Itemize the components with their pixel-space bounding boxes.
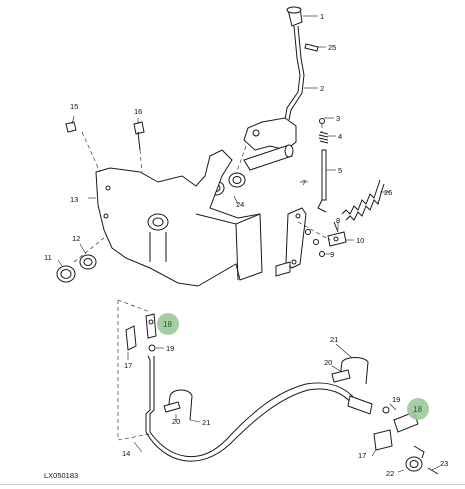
callout-7-top: 7 [302, 178, 306, 187]
bolt-25 [304, 43, 319, 52]
callout-21-left: 21 [202, 418, 210, 427]
spring-4 [318, 131, 329, 144]
callout-24: 24 [236, 200, 244, 209]
bolt-16 [133, 121, 145, 151]
mounting-bracket [95, 149, 263, 287]
leader-lines [57, 15, 441, 473]
callout-20-right: 20 [324, 358, 332, 367]
callout-16: 16 [134, 107, 142, 116]
callout-25-top: 25 [328, 43, 336, 52]
link-arm [275, 207, 307, 277]
callout-23: 23 [440, 459, 448, 468]
bottom-rule [0, 484, 465, 485]
callout-5: 5 [338, 166, 342, 175]
pin-8 [333, 221, 339, 233]
callout-12: 12 [72, 234, 80, 243]
callout-21-right: 21 [330, 335, 338, 344]
washer-12 [79, 254, 97, 270]
callout-18-right: 18 [413, 405, 422, 414]
callout-3: 3 [336, 114, 340, 123]
callout-26: 26 [384, 188, 392, 197]
highlight-callout-18-left[interactable]: 18 [157, 313, 179, 335]
rod-5 [317, 149, 327, 213]
pin-3 [319, 118, 325, 124]
callout-9: 9 [330, 250, 334, 259]
shift-lever [243, 25, 305, 151]
callout-22: 22 [386, 469, 394, 478]
nut-9 [319, 251, 325, 257]
nut-15 [65, 121, 77, 133]
pivot-shaft [243, 144, 294, 171]
callout-2: 2 [320, 84, 324, 93]
callout-19-right: 19 [392, 395, 400, 404]
callout-1: 1 [320, 12, 324, 21]
cable-clip-17-right [373, 429, 393, 451]
clevis-10 [327, 231, 347, 247]
ring-11 [56, 265, 76, 283]
callout-13: 13 [70, 195, 78, 204]
callout-15: 15 [70, 102, 78, 111]
highlight-circle [407, 398, 429, 420]
control-cable [145, 355, 373, 462]
callout-19-left: 19 [166, 344, 174, 353]
callout-4: 4 [338, 132, 342, 141]
callout-14: 14 [122, 449, 130, 458]
washer-7 [305, 229, 319, 245]
callout-numbers: 1 25 2 3 4 5 7 26 8 10 9 24 15 16 13 12 … [44, 12, 448, 478]
bushing-22 [405, 445, 425, 472]
assembly-dash-lines [73, 124, 331, 441]
cable-clip-17 [125, 325, 137, 351]
highlight-circle [157, 313, 179, 335]
callout-17-right: 17 [358, 451, 366, 460]
callout-11: 11 [44, 253, 52, 262]
callout-8: 8 [336, 216, 340, 225]
cable-end-18 [145, 313, 157, 339]
u-bolt-21-left [163, 389, 193, 421]
callout-20-left: 20 [172, 417, 180, 426]
callout-18-left: 18 [163, 320, 172, 329]
callout-10: 10 [356, 236, 364, 245]
nut-19 [148, 344, 156, 352]
clip-23 [427, 467, 439, 475]
callout-17-left: 17 [124, 361, 132, 370]
nut-19-right [382, 406, 390, 414]
shift-knob [286, 6, 303, 27]
diagram-code: LX050183 [44, 471, 78, 480]
u-bolt-21-right [331, 357, 369, 385]
spring-26 [341, 179, 385, 221]
highlight-callout-18-right[interactable]: 18 [407, 398, 429, 420]
